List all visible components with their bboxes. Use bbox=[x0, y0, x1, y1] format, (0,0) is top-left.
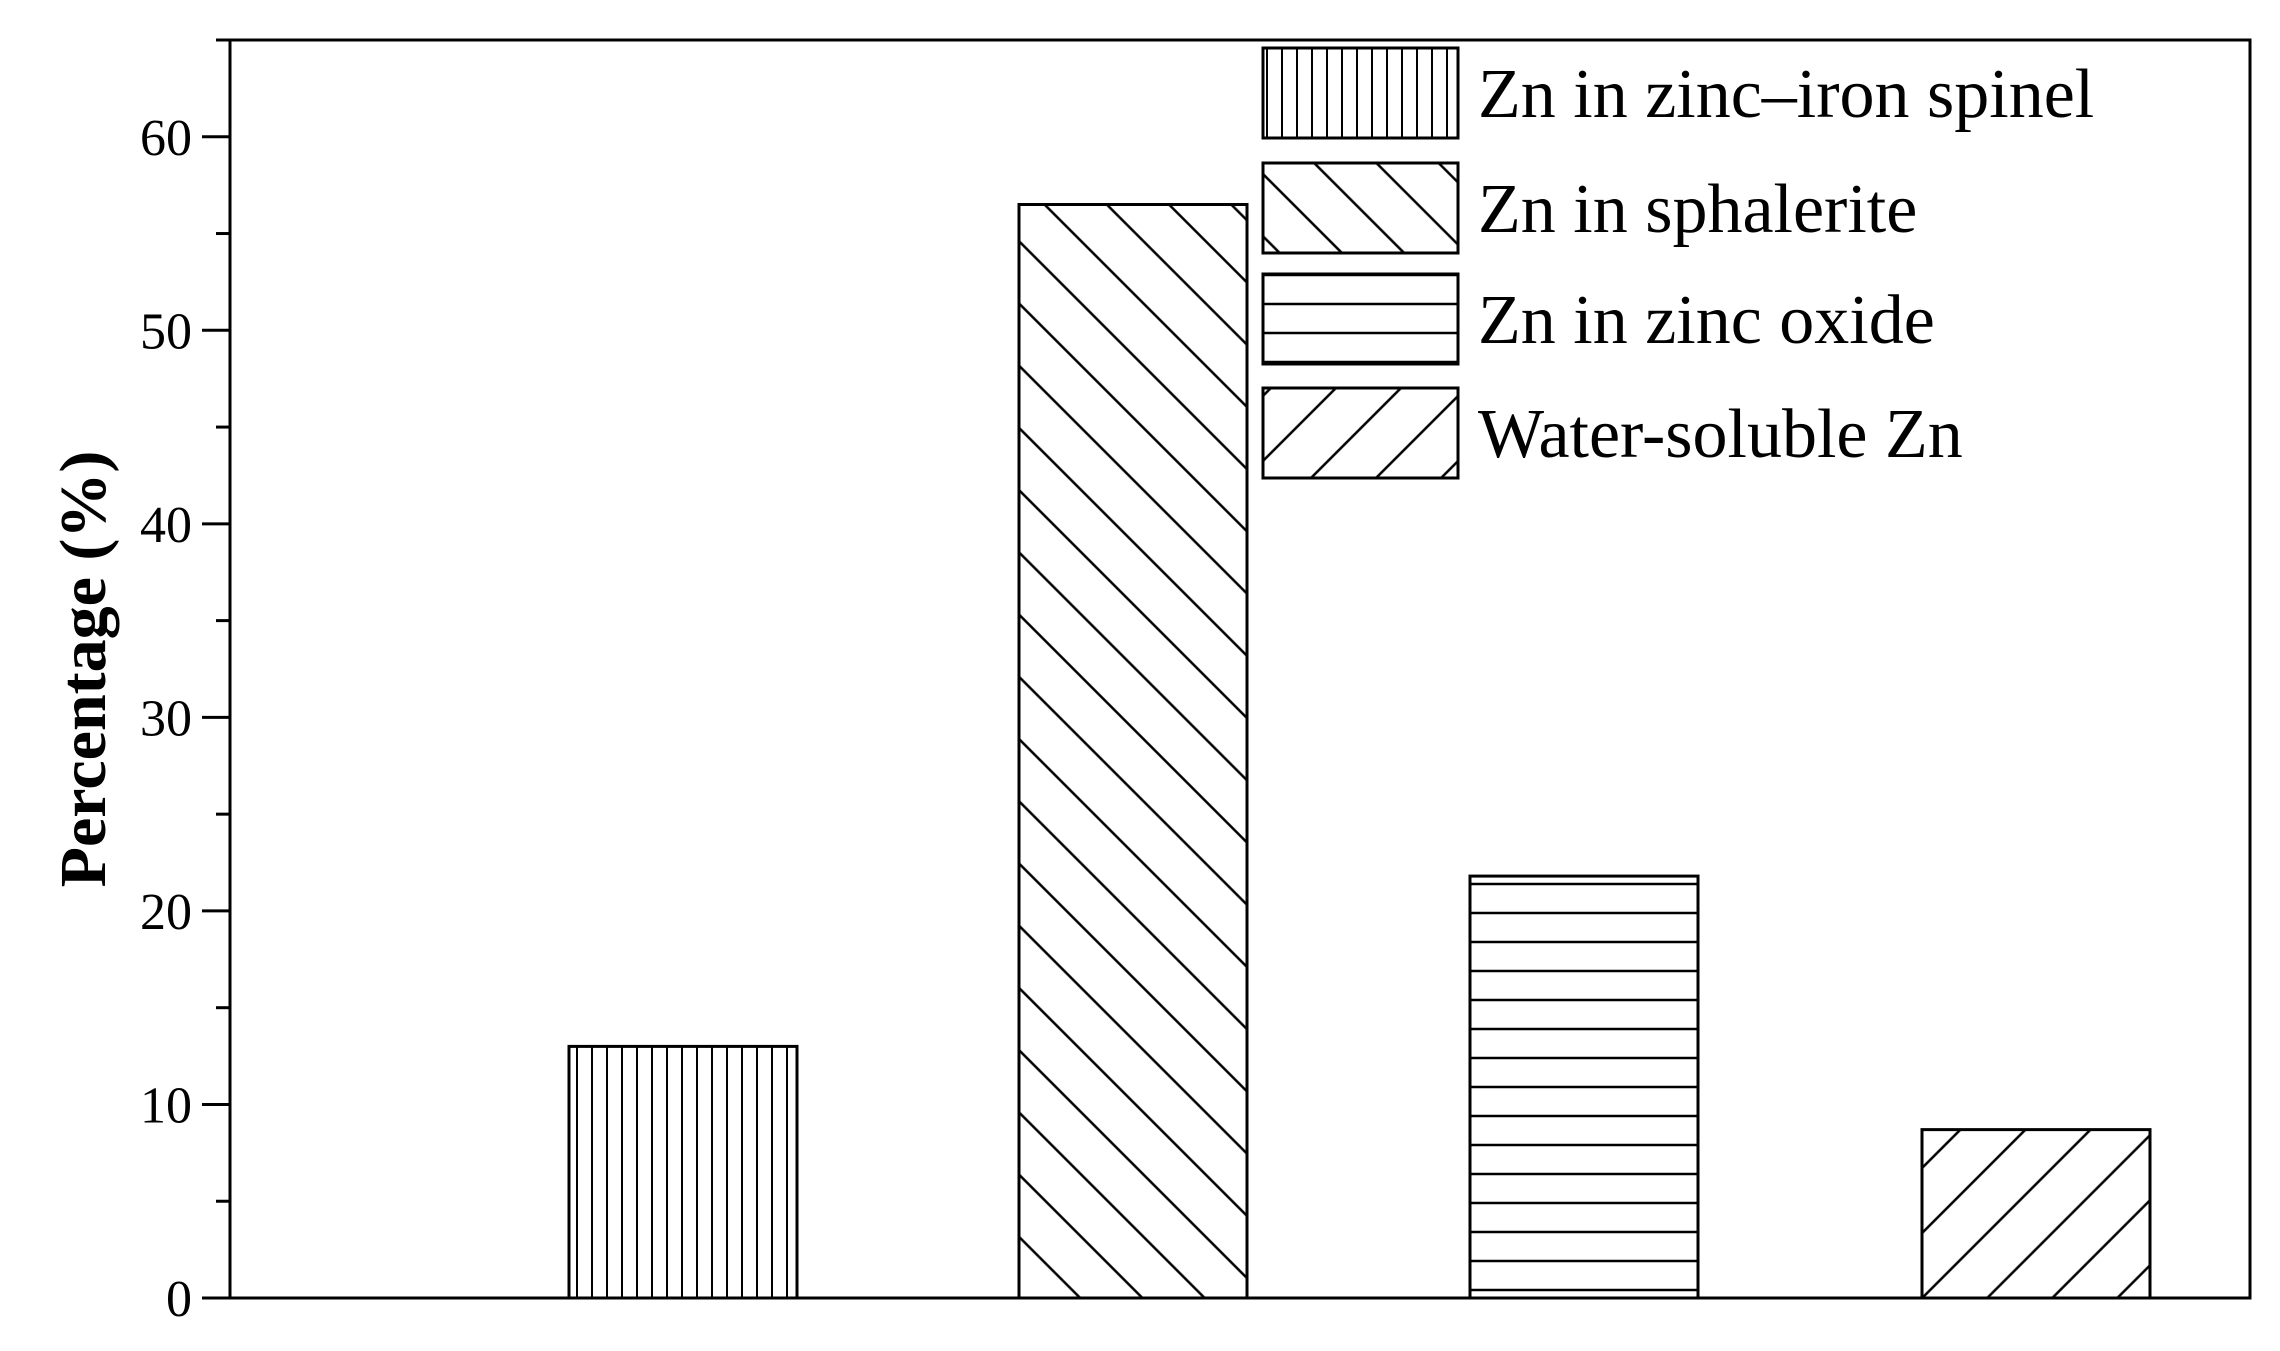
y-tick-label: 50 bbox=[140, 303, 192, 360]
legend-label: Zn in zinc–iron spinel bbox=[1478, 56, 2094, 133]
bar bbox=[1017, 203, 1249, 1300]
legend-swatch bbox=[1261, 386, 1460, 480]
legend-swatch bbox=[1261, 46, 1460, 140]
legend-label: Zn in zinc oxide bbox=[1478, 282, 1935, 359]
bar bbox=[1468, 874, 1700, 1300]
y-tick-label: 60 bbox=[140, 110, 192, 167]
y-axis-title: Percentage (%) bbox=[47, 451, 120, 888]
y-tick-label: 0 bbox=[166, 1271, 192, 1328]
legend-swatch bbox=[1261, 161, 1460, 255]
bar bbox=[1920, 1128, 2152, 1300]
y-tick-label: 30 bbox=[140, 690, 192, 747]
bars-group bbox=[567, 203, 2152, 1300]
legend-label: Zn in sphalerite bbox=[1478, 171, 1917, 248]
y-tick-label: 40 bbox=[140, 497, 192, 554]
y-axis: 0 10 20 30 40 50 60 bbox=[140, 38, 230, 1328]
legend: Zn in zinc–iron spinel Zn in sphaleriteZn… bbox=[1261, 46, 2094, 480]
legend-label: Water-soluble Zn bbox=[1478, 396, 1963, 473]
legend-swatch bbox=[1261, 272, 1460, 366]
y-tick-label: 20 bbox=[140, 884, 192, 941]
bar bbox=[567, 1044, 799, 1300]
y-tick-label: 10 bbox=[140, 1077, 192, 1134]
